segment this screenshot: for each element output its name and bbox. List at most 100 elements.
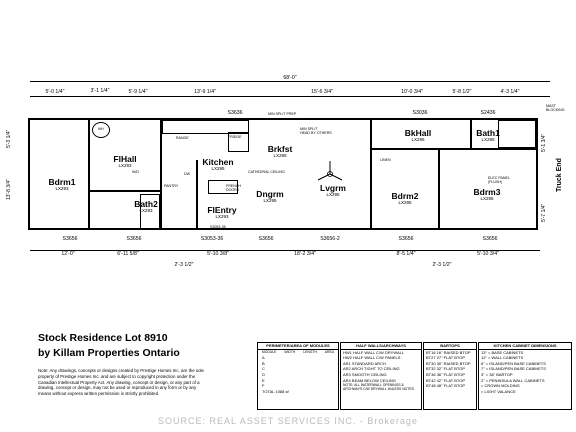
table-row: HW2 HALF WALL C/W PANELS [343,355,421,361]
left-dim-1: 5'-3 1/4" [6,129,12,148]
table-row: 6" = ISLAND/PEN BASE CABINETS [481,360,546,366]
table-row: AR1 STANDARD ARCH [343,361,421,367]
table-row: BT30 30" RAISED BTOP [426,361,476,367]
top-dim-4: 13'-9 1/4" [194,89,216,95]
col-length: LENGTH [303,349,317,354]
size: 12" [481,355,487,361]
size: 2" [481,377,485,383]
bath2-sink [92,122,110,138]
island [208,180,238,194]
desc: 48" FLAT BTOP [436,383,466,389]
cabinet-table-header: KITCHEN CABINET DIMENSIONS [479,343,571,350]
table-row: = CROWN MOLDING [481,383,520,389]
code: HW2 [343,355,352,361]
bottom-window-2: S3656 [126,236,142,242]
perimeter-cols: MODULE WIDTH LENGTH AREA [258,350,338,356]
wall-bath2 [160,118,162,230]
top-dim-3: 5'-9 1/4" [128,89,148,95]
overall-dim-line [30,81,550,82]
perimeter-rows: A B C D E F TOTAL 1088 sf [258,355,338,394]
kitchen-counter [162,120,249,134]
top-dim-8: 4'-3 1/4" [500,89,520,95]
bottom-window-4: S3656-2 [320,236,340,242]
size: 7" [481,366,485,372]
title-line-2: by Killam Properties Ontario [38,347,180,359]
dw-label: DW [184,172,190,176]
desc: 27" FLAT BTOP [436,355,466,361]
top-dim-line [30,96,550,97]
linen-label: LINEN [380,158,391,162]
desc: 36" BARTOP [489,371,513,377]
perimeter-total: TOTAL 1088 sf [262,388,289,394]
wd-label: W/D [132,170,139,174]
walls-table: HALF WALLS/ARCHWAYS HW1 HALF WALL C/W DR… [340,342,422,410]
title-line-1: Stock Residence Lot 8910 [38,332,168,344]
table-row: A [262,355,265,361]
table-row: C [262,366,265,372]
top-dim-7: 5'-8 1/2" [452,89,472,95]
table-row: 2" = PENINSULA WALL CABINETS [481,377,545,383]
desc: LIGHT VALANCE [484,388,516,394]
bottom-window-6: S3656 [482,236,498,242]
table-row: F [262,383,265,389]
code: AR4 [343,377,351,383]
window-top-1: S3636 [227,110,243,116]
bottom-dim-5: 8'-5 1/4" [396,251,416,257]
bottom-window-5: S3656 [398,236,414,242]
top-dim-6: 10'-0 3/4" [401,89,423,95]
table-row: AR4 BEAM BELOW CEILING [343,378,421,384]
bottom-dim-3: 5'-10 3/8" [207,251,229,257]
bottom-dim-1: 12'-0" [61,251,75,257]
desc: ISLAND/PEN BASE CABINETS [489,366,546,372]
fridge [228,132,249,152]
table-row: 3" = 36" BARTOP [481,371,513,377]
wall-bdrm2 [438,148,440,230]
code: BT32 [426,366,436,372]
door-label: S3053-36 [210,225,226,229]
table-row: BT48 48" FLAT BTOP [426,383,476,389]
desc: 36" FLAT BTOP [436,371,466,377]
bartops-rows: BT16 16" RAISED BTOP BT27 27" FLAT BTOP … [424,350,476,389]
code: AR3 [343,371,351,377]
cathedral-label: CATHEDRAL CEILING [248,170,285,174]
cabinet-rows: 13" = BASE CABINETS 12" = WALL CABINETS … [479,350,571,395]
split-prep-label: MIN SPLIT PREP [268,112,297,116]
col-module: MODULE [261,349,277,354]
top-dim-1: 5'-0 1/4" [45,89,65,95]
bottom-window-3: S3656 [258,236,274,242]
code: NOTE: [343,383,354,388]
bartops-table-header: BARTOPS [424,343,476,350]
french-doors-label: FRENCH DOORS [226,184,241,192]
code: HW1 [343,349,352,355]
bath1-tub [498,120,536,148]
code: BT42 [426,377,436,383]
table-row: B [262,360,265,366]
top-dim-2: 3'-1 1/4" [90,88,110,94]
wall-hall [90,190,160,192]
ceiling-fan-icon [317,161,343,181]
table-row: 13" = BASE CABINETS [481,349,524,355]
bottom-dim-2: 6'-11 5/8" [117,251,139,257]
table-row: BT16 16" RAISED BTOP [426,350,476,356]
wall-entry [196,160,198,230]
table-row: = LIGHT VALANCE [481,388,516,394]
table-row: D [262,371,265,377]
overall-width: 68'-0" [283,75,297,81]
truck-end-label: Truck End [556,158,563,192]
window-top-2: S3036 [412,110,428,116]
desc: BASE CABINETS [491,349,524,355]
table-row: BT36 36" FLAT BTOP [426,372,476,378]
walls-rows: HW1 HALF WALL C/W DRYWALL HW2 HALF WALL … [341,350,421,392]
size: 6" [481,360,485,366]
desc: HALF WALL C/W DRYWALL [353,349,405,355]
desc: 16" RAISED BTOP [436,349,471,355]
code: AR1 [343,360,351,366]
mast-blocking-label: MAST BLOCKING [546,104,565,112]
house-outline [28,118,538,230]
